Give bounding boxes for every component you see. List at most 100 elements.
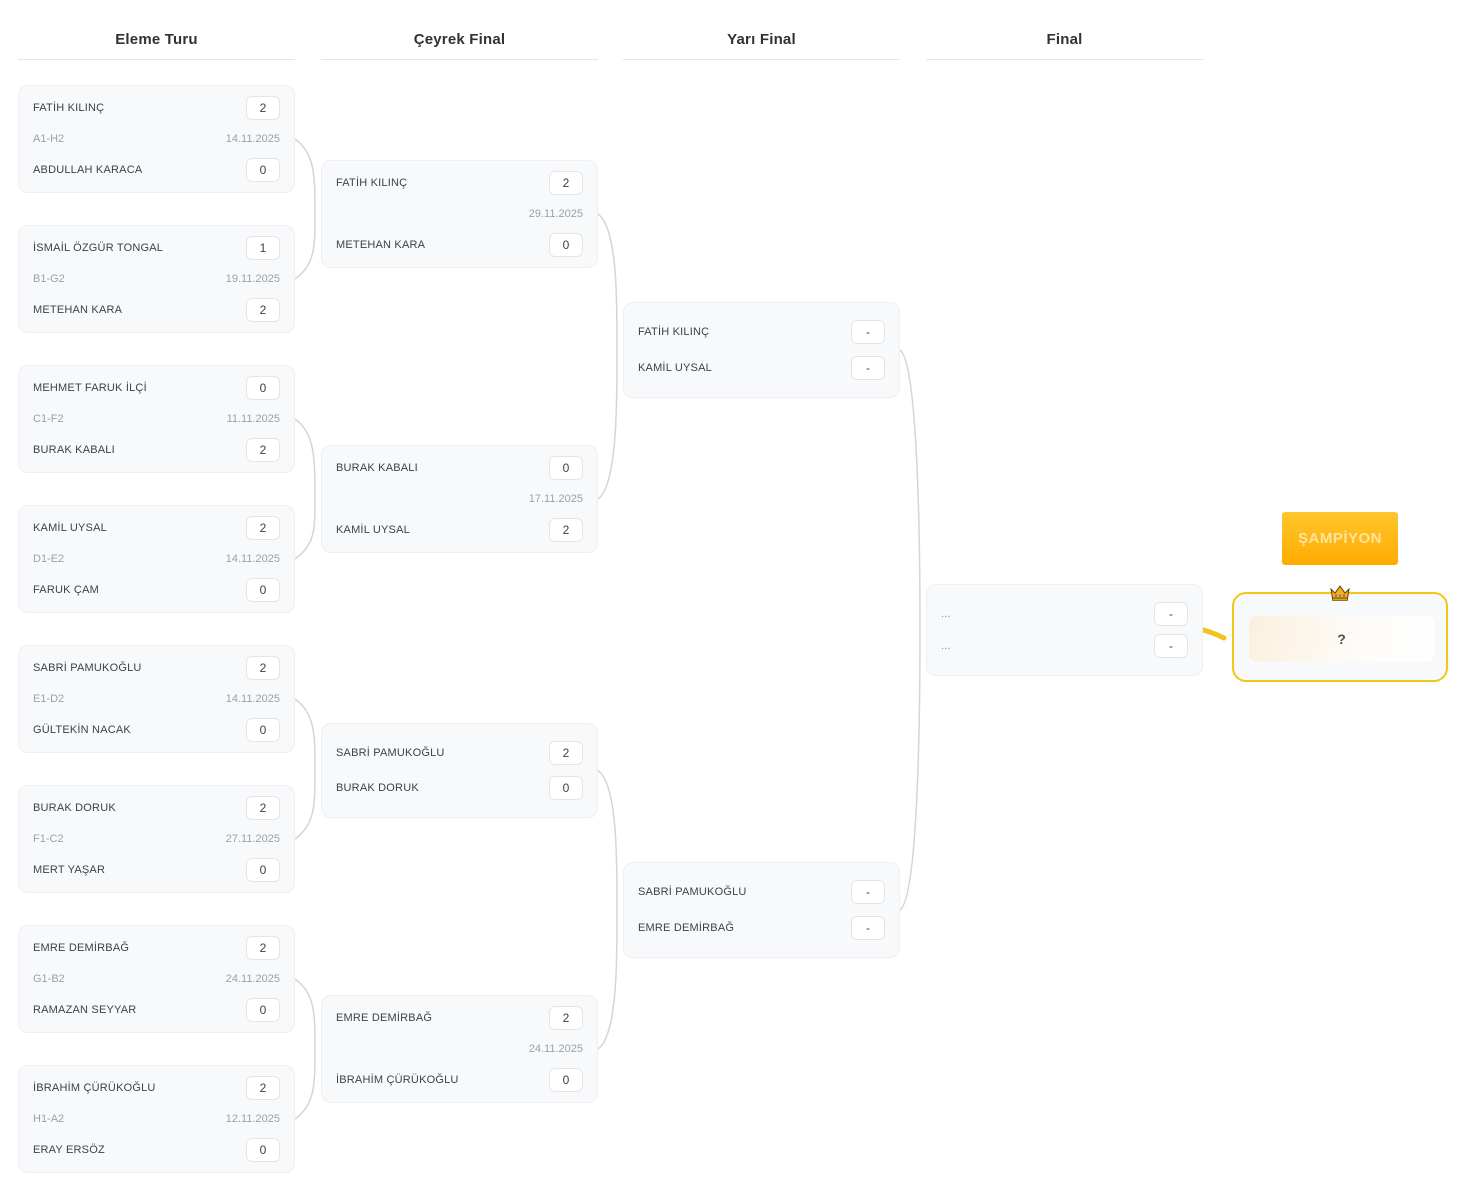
score-box[interactable]: 0 (549, 456, 583, 480)
match-meta-row: 17.11.2025 (336, 492, 583, 506)
match-date: 14.11.2025 (225, 693, 280, 705)
score-box[interactable]: 2 (549, 171, 583, 195)
score-box[interactable]: 0 (549, 776, 583, 800)
player-row-bottom: GÜLTEKİN NACAK 0 (33, 717, 280, 743)
match-date: 12.11.2025 (225, 1113, 280, 1125)
match-meta-row: C1-F2 11.11.2025 (33, 412, 280, 426)
match-card: SABRİ PAMUKOĞLU 2 BURAK DORUK 0 (321, 723, 598, 818)
match-card: EMRE DEMİRBAĞ 2 24.11.2025 İBRAHİM ÇÜRÜK… (321, 995, 598, 1103)
player-name: FATİH KILINÇ (336, 177, 408, 189)
player-row-top: FATİH KILINÇ 2 (33, 95, 280, 121)
player-name: FARUK ÇAM (33, 584, 99, 596)
group-code: A1-H2 (33, 133, 65, 145)
player-row-top: FATİH KILINÇ - (638, 319, 885, 345)
score-box[interactable]: 2 (549, 741, 583, 765)
champion-banner-label: ŞAMPİYON (1297, 530, 1382, 547)
score-box[interactable]: 0 (549, 1068, 583, 1092)
player-row-top: İBRAHİM ÇÜRÜKOĞLU 2 (33, 1075, 280, 1101)
group-code: C1-F2 (33, 413, 64, 425)
match-card: İSMAİL ÖZGÜR TONGAL 1 B1-G2 19.11.2025 M… (18, 225, 295, 333)
score-box[interactable]: 2 (549, 1006, 583, 1030)
score-box[interactable]: 2 (246, 796, 280, 820)
player-name: ... (941, 640, 951, 652)
score-box[interactable]: 0 (246, 1138, 280, 1162)
player-row-bottom: KAMİL UYSAL - (638, 355, 885, 381)
player-name: EMRE DEMİRBAĞ (638, 922, 735, 934)
score-box[interactable]: 0 (246, 376, 280, 400)
player-name: METEHAN KARA (336, 239, 426, 251)
column-header: Final (926, 20, 1203, 60)
match-date: 19.11.2025 (225, 273, 280, 285)
score-box[interactable]: 0 (246, 998, 280, 1022)
score-box[interactable]: 2 (246, 298, 280, 322)
group-code: E1-D2 (33, 693, 65, 705)
score-box[interactable]: - (1154, 634, 1188, 658)
match-card: KAMİL UYSAL 2 D1-E2 14.11.2025 FARUK ÇAM… (18, 505, 295, 613)
player-row-bottom: KAMİL UYSAL 2 (336, 517, 583, 543)
score-box[interactable]: 2 (246, 96, 280, 120)
score-box[interactable]: 2 (549, 518, 583, 542)
player-row-bottom: FARUK ÇAM 0 (33, 577, 280, 603)
player-name: KAMİL UYSAL (336, 524, 410, 536)
match-date: 24.11.2025 (528, 1043, 583, 1055)
match-meta-row: 29.11.2025 (336, 207, 583, 221)
player-name: İBRAHİM ÇÜRÜKOĞLU (33, 1082, 156, 1094)
score-box[interactable]: 0 (549, 233, 583, 257)
match-meta-row: G1-B2 24.11.2025 (33, 972, 280, 986)
score-box[interactable]: 2 (246, 936, 280, 960)
player-name: SABRİ PAMUKOĞLU (336, 747, 445, 759)
match-card: ... - ... - (926, 584, 1203, 676)
match-card: SABRİ PAMUKOĞLU 2 E1-D2 14.11.2025 GÜLTE… (18, 645, 295, 753)
match-card: BURAK DORUK 2 F1-C2 27.11.2025 MERT YAŞA… (18, 785, 295, 893)
score-box[interactable]: 0 (246, 718, 280, 742)
column-header: Çeyrek Final (321, 20, 598, 60)
player-row-top: MEHMET FARUK İLÇİ 0 (33, 375, 280, 401)
player-name: GÜLTEKİN NACAK (33, 724, 131, 736)
score-box[interactable]: - (851, 880, 885, 904)
match-date: 11.11.2025 (226, 413, 280, 425)
score-box[interactable]: - (1154, 602, 1188, 626)
player-row-top: KAMİL UYSAL 2 (33, 515, 280, 541)
player-row-bottom: MERT YAŞAR 0 (33, 857, 280, 883)
player-row-bottom: ERAY ERSÖZ 0 (33, 1137, 280, 1163)
player-name: ERAY ERSÖZ (33, 1144, 105, 1156)
match-card: İBRAHİM ÇÜRÜKOĞLU 2 H1-A2 12.11.2025 ERA… (18, 1065, 295, 1173)
player-row-bottom: BURAK KABALI 2 (33, 437, 280, 463)
player-name: MERT YAŞAR (33, 864, 106, 876)
player-name: EMRE DEMİRBAĞ (336, 1012, 433, 1024)
champion-placeholder: ? (1249, 616, 1434, 662)
player-row-top: EMRE DEMİRBAĞ 2 (33, 935, 280, 961)
score-box[interactable]: - (851, 320, 885, 344)
player-name: EMRE DEMİRBAĞ (33, 942, 130, 954)
score-box[interactable]: 0 (246, 578, 280, 602)
player-name: KAMİL UYSAL (638, 362, 712, 374)
match-card: FATİH KILINÇ 2 A1-H2 14.11.2025 ABDULLAH… (18, 85, 295, 193)
score-box[interactable]: 2 (246, 516, 280, 540)
player-name: MEHMET FARUK İLÇİ (33, 382, 147, 394)
match-date: 27.11.2025 (225, 833, 280, 845)
group-code: F1-C2 (33, 833, 64, 845)
score-box[interactable]: 2 (246, 438, 280, 462)
player-row-bottom: ABDULLAH KARACA 0 (33, 157, 280, 183)
score-box[interactable]: - (851, 356, 885, 380)
score-box[interactable]: 0 (246, 158, 280, 182)
player-row-top: SABRİ PAMUKOĞLU 2 (33, 655, 280, 681)
score-box[interactable]: 1 (246, 236, 280, 260)
champion-banner: ŞAMPİYON (1282, 512, 1398, 565)
group-code: D1-E2 (33, 553, 65, 565)
score-box[interactable]: - (851, 916, 885, 940)
score-box[interactable]: 2 (246, 1076, 280, 1100)
match-card: BURAK KABALI 0 17.11.2025 KAMİL UYSAL 2 (321, 445, 598, 553)
match-meta-row: D1-E2 14.11.2025 (33, 552, 280, 566)
match-card: MEHMET FARUK İLÇİ 0 C1-F2 11.11.2025 BUR… (18, 365, 295, 473)
match-meta-row: 24.11.2025 (336, 1042, 583, 1056)
column-header: Eleme Turu (18, 20, 295, 60)
player-name: ABDULLAH KARACA (33, 164, 143, 176)
match-meta-row: F1-C2 27.11.2025 (33, 832, 280, 846)
player-row-top: BURAK DORUK 2 (33, 795, 280, 821)
column-header: Yarı Final (623, 20, 900, 60)
score-box[interactable]: 2 (246, 656, 280, 680)
player-row-top: İSMAİL ÖZGÜR TONGAL 1 (33, 235, 280, 261)
player-row-top: BURAK KABALI 0 (336, 455, 583, 481)
score-box[interactable]: 0 (246, 858, 280, 882)
